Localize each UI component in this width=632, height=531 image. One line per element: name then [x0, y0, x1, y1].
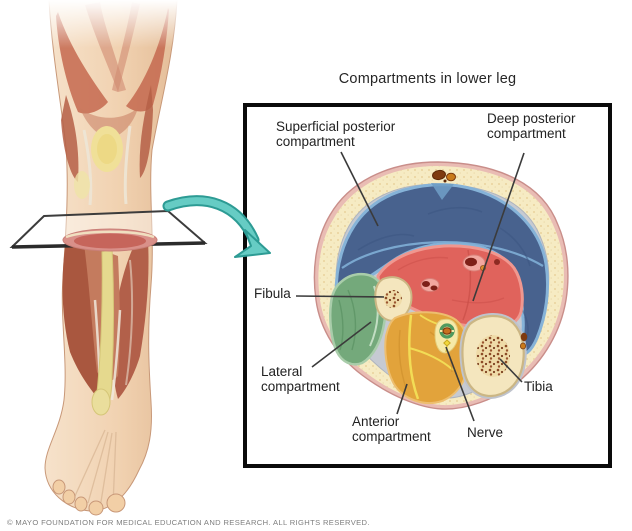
leader-nerve	[445, 346, 475, 422]
tibia-bone	[459, 313, 527, 400]
label-fibula: Fibula	[254, 286, 291, 301]
label-nerve: Nerve	[467, 425, 504, 440]
copyright-notice: © MAYO FOUNDATION FOR MEDICAL EDUCATION …	[7, 518, 370, 527]
foot	[52, 429, 126, 516]
leader-superficial	[340, 151, 379, 227]
label-tibia: Tibia	[524, 379, 553, 394]
leg-illustration	[9, 0, 208, 516]
leader-fibula	[295, 295, 385, 298]
knee-patella	[74, 125, 132, 206]
leader-deep	[472, 152, 525, 302]
superficial-vessels-right	[520, 332, 528, 350]
label-deep-posterior: Deep posterior compartment	[487, 111, 576, 141]
leader-anterior	[396, 383, 408, 415]
label-anterior-compartment: Anterior compartment	[352, 414, 431, 444]
label-superficial-posterior: Superficial posterior compartment	[276, 119, 396, 149]
superficial-vessels-top	[432, 169, 456, 183]
cross-section	[295, 151, 569, 422]
posterior-fascia-notch	[431, 183, 454, 200]
diagram-title: Compartments in lower leg	[338, 71, 517, 87]
label-lateral-compartment: Lateral compartment	[261, 364, 340, 394]
leader-lateral	[311, 321, 372, 368]
nerve-bundle	[434, 318, 459, 354]
leader-lines	[295, 151, 525, 422]
zoom-arrow-icon	[162, 195, 271, 258]
tibia-stripe	[91, 247, 114, 416]
cut-surface	[62, 228, 158, 252]
top-fade	[40, 0, 190, 48]
deep-vessels	[420, 254, 500, 292]
leader-tibia	[499, 358, 523, 383]
